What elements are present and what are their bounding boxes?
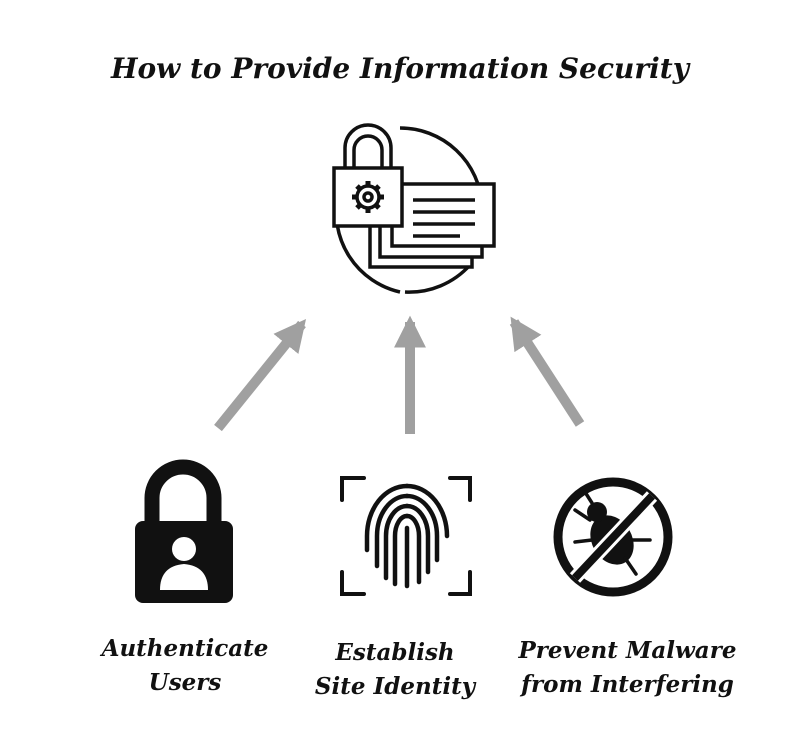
label-line: Users: [148, 669, 222, 696]
label-line: Establish: [335, 639, 455, 666]
arrow-right: [509, 316, 585, 427]
label-line: Prevent Malware: [518, 637, 737, 664]
label-line: from Interfering: [521, 671, 734, 698]
label-line: Site Identity: [314, 673, 476, 700]
label-line: Authenticate: [101, 635, 269, 662]
label-establish-site-identity: Establish Site Identity: [275, 636, 515, 704]
user-padlock-icon: [135, 459, 233, 603]
fingerprint-scan-icon: [340, 476, 472, 596]
label-prevent-malware: Prevent Malware from Interfering: [500, 634, 755, 702]
label-authenticate-users: Authenticate Users: [70, 632, 300, 700]
diagram-title: How to Provide Information Security: [111, 52, 689, 85]
no-malware-bug-icon: [553, 477, 673, 597]
arrow-left: [214, 319, 307, 432]
secure-data-lock-icon: [332, 123, 496, 294]
